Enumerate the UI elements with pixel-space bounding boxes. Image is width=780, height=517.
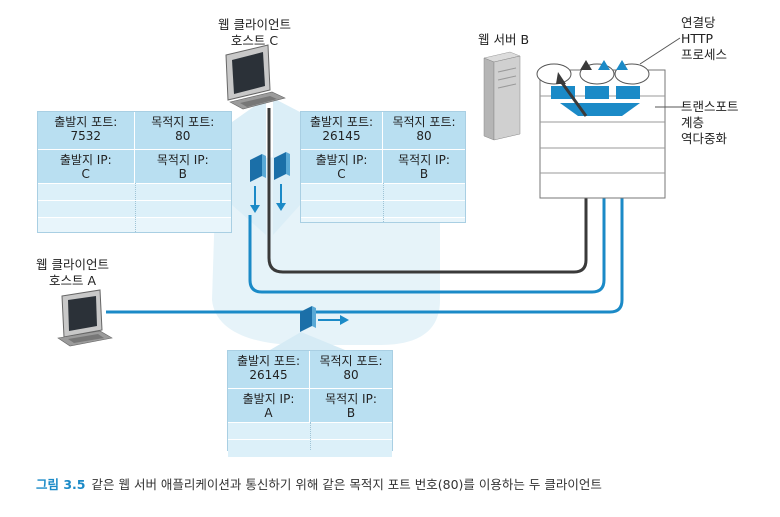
segment-box-c-right: 출발지 포트:26145 목적지 포트:80 출발지 IP:C 목적지 IP:B (300, 111, 466, 223)
segment-flag-icon-1 (250, 154, 266, 182)
host-a-label: 웹 클라이언트 호스트 A (36, 257, 109, 288)
demux-label: 트랜스포트 계층 역다중화 (681, 99, 739, 146)
server-icon (483, 51, 521, 141)
link-c-dark (267, 108, 588, 274)
panel-c-left (232, 98, 266, 235)
computer-icon-host-a (57, 289, 113, 347)
process-oval-1 (536, 63, 572, 85)
src-ip-value: A (264, 406, 273, 420)
link-c-blue (248, 100, 606, 294)
src-ip-label: 출발지 IP: (59, 153, 112, 167)
dst-port-label: 목적지 포트: (392, 115, 456, 129)
segment-flag-icon-2 (274, 152, 290, 180)
arrowhead-blue-2 (616, 60, 628, 70)
src-port-label: 출발지 포트: (54, 115, 118, 129)
figure-caption: 그림 3.5 같은 웹 서버 애플리케이션과 통신하기 위해 같은 목적지 포트 … (36, 474, 602, 493)
leader-per-conn (639, 37, 681, 65)
socket-icon-2 (585, 86, 609, 99)
down-arrow-icon-2 (276, 184, 286, 211)
src-ip-label: 출발지 IP: (242, 392, 295, 406)
src-port-label: 출발지 포트: (236, 354, 301, 368)
caption-text: 같은 웹 서버 애플리케이션과 통신하기 위해 같은 목적지 포트 번호(80)… (91, 477, 602, 492)
arrowhead-dark (580, 60, 592, 70)
src-ip-value: C (81, 167, 90, 181)
panel-a (270, 332, 345, 350)
src-port-value: 7532 (70, 129, 102, 143)
src-port-label: 출발지 포트: (309, 115, 374, 129)
computer-icon-host-c (225, 44, 286, 110)
dst-port-label: 목적지 포트: (151, 115, 215, 129)
segment-box-c-left: 출발지 포트:7532 목적지 포트:80 출발지 IP:C 목적지 IP:B (37, 111, 232, 233)
dst-ip-label: 목적지 IP: (398, 153, 450, 167)
segment-box-a: 출발지 포트:26145 목적지 포트:80 출발지 IP:A 목적지 IP:B (227, 350, 393, 457)
dst-port-value: 80 (343, 368, 359, 382)
dst-ip-value: B (178, 167, 187, 181)
dst-ip-value: B (346, 406, 356, 420)
dst-port-label: 목적지 포트: (319, 354, 383, 368)
socket-icon-3 (616, 86, 640, 99)
src-port-value: 26145 (249, 368, 288, 382)
right-arrow-icon (318, 315, 349, 325)
dst-ip-value: B (419, 167, 429, 181)
src-port-value: 26145 (322, 129, 361, 143)
host-c-label: 웹 클라이언트 호스트 C (218, 17, 291, 48)
src-ip-value: C (337, 167, 346, 181)
dst-port-value: 80 (416, 129, 432, 143)
segment-flag-icon-3 (300, 306, 316, 332)
arrowhead-blue-1 (598, 60, 610, 70)
server-b-label: 웹 서버 B (478, 32, 530, 47)
link-a-blue (106, 100, 624, 314)
figure-number: 그림 3.5 (36, 477, 86, 492)
down-arrow-icon-1 (250, 186, 260, 213)
src-ip-label: 출발지 IP: (315, 153, 368, 167)
per-connection-label: 연결당 HTTP 프로세스 (681, 15, 728, 62)
dst-port-value: 80 (175, 129, 191, 143)
dst-ip-label: 목적지 IP: (325, 392, 377, 406)
socket-icon-1 (551, 86, 575, 99)
dst-ip-label: 목적지 IP: (156, 153, 209, 167)
